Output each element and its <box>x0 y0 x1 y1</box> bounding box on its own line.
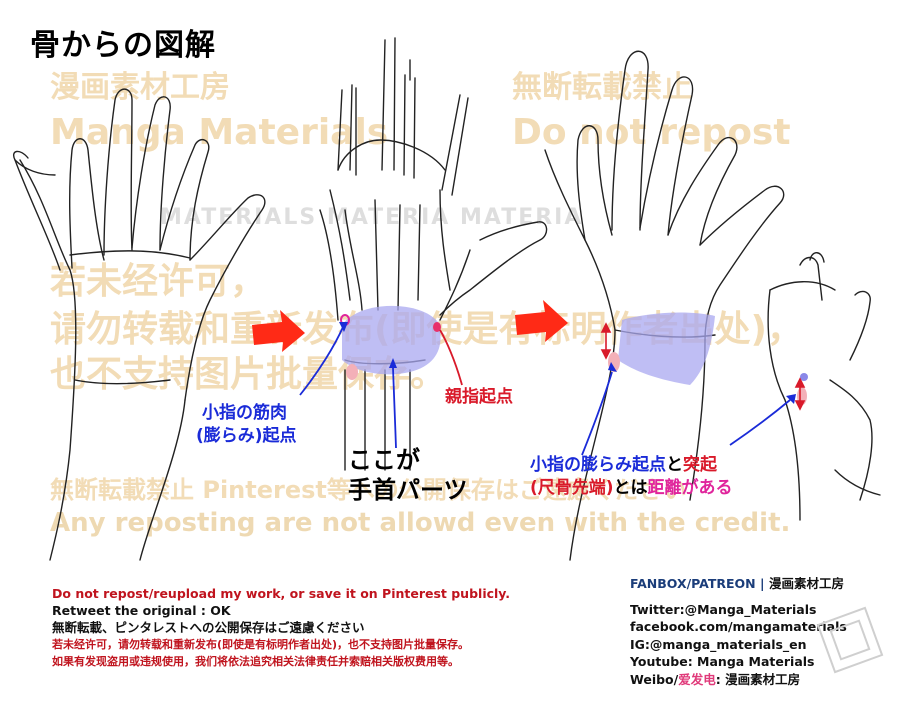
label-wrist-parts: 手首パーツ <box>348 476 468 504</box>
credits-weibo[interactable]: Weibo/爱发电: 漫画素材工房 <box>630 671 847 689</box>
label-distance-row: (尺骨先端)とは距離がある <box>530 473 733 498</box>
pointer-thumb <box>439 329 463 386</box>
wrist-highlight-right <box>618 312 715 385</box>
pointer-wrist <box>392 367 397 449</box>
credits-fanbox[interactable]: FANBOX/PATREON <box>630 576 756 591</box>
pointer-pinky <box>299 326 344 396</box>
wrist-highlight-middle <box>342 305 441 375</box>
red-arrow-1 <box>252 310 305 352</box>
pointer-protrusion <box>729 399 791 446</box>
page-title: 骨からの図解 <box>30 28 216 63</box>
label-thumb-origin: 親指起点 <box>445 387 513 407</box>
middle-pink <box>346 364 358 380</box>
notice-line-3: 無断転載、ピンタレストへの公開保存はご遠慮ください <box>52 620 365 635</box>
studio-logo-icon <box>816 606 884 674</box>
credits-weibo-pink: 爱发电 <box>678 671 716 687</box>
credits-weibo-prefix: Weibo/ <box>630 671 679 687</box>
skeleton-hand-drawing <box>319 37 548 471</box>
copyright-notice: Do not repost/reupload my work, or save … <box>52 585 510 670</box>
label-here: ここが <box>348 446 420 474</box>
credits-header: FANBOX/PATREON | 漫画素材工房 <box>630 575 847 593</box>
credits-twitter[interactable]: Twitter:@Manga_Materials <box>630 601 817 617</box>
notice-line-1: Do not repost/reupload my work, or save … <box>52 586 511 601</box>
notice-line-5: 如果有发现盗用或违规使用，我们将依法追究相关法律责任并索赔相关版权费用等。 <box>52 655 459 668</box>
ulna-highlight <box>800 373 808 381</box>
credits-studio: 漫画素材工房 <box>768 576 844 591</box>
credits-block: FANBOX/PATREON | 漫画素材工房 Twitter:@Manga_M… <box>630 575 847 688</box>
notice-line-4: 若未经许可，请勿转载和重新发布(即使是有标明作者出处)，也不支持图片批量保存。 <box>52 638 470 651</box>
side-hand-drawing <box>767 252 881 521</box>
label-distance: 距離 <box>647 478 682 498</box>
label-protrusion: 突起 <box>683 455 717 475</box>
credits-instagram[interactable]: IG:@manga_materials_en <box>630 636 807 652</box>
label-pinky-muscle-2: (膨らみ)起点 <box>196 426 297 446</box>
label-pinky-muscle-1: 小指の筋肉 <box>202 403 287 423</box>
thumb-origin-dot <box>433 322 441 332</box>
notice-line-2: Retweet the original : OK <box>52 603 231 618</box>
left-hand-drawing <box>13 88 266 561</box>
pointer-bulge <box>581 371 613 456</box>
credits-separator: | <box>755 576 769 591</box>
credits-weibo-suffix: : 漫画素材工房 <box>715 671 801 687</box>
label-to-wa: とは <box>613 478 648 498</box>
credits-youtube[interactable]: Youtube: Manga Materials <box>630 654 815 669</box>
credits-facebook[interactable]: facebook.com/mangamaterials <box>630 619 847 634</box>
label-bulge-row: 小指の膨らみ起点と突起 <box>530 450 717 475</box>
label-and: と <box>666 455 683 475</box>
label-bulge-origin: 小指の膨らみ起点 <box>530 455 666 475</box>
label-exists: がある <box>681 478 733 498</box>
red-arrow-2 <box>515 300 568 342</box>
label-ulna-tip: (尺骨先端) <box>530 478 614 498</box>
